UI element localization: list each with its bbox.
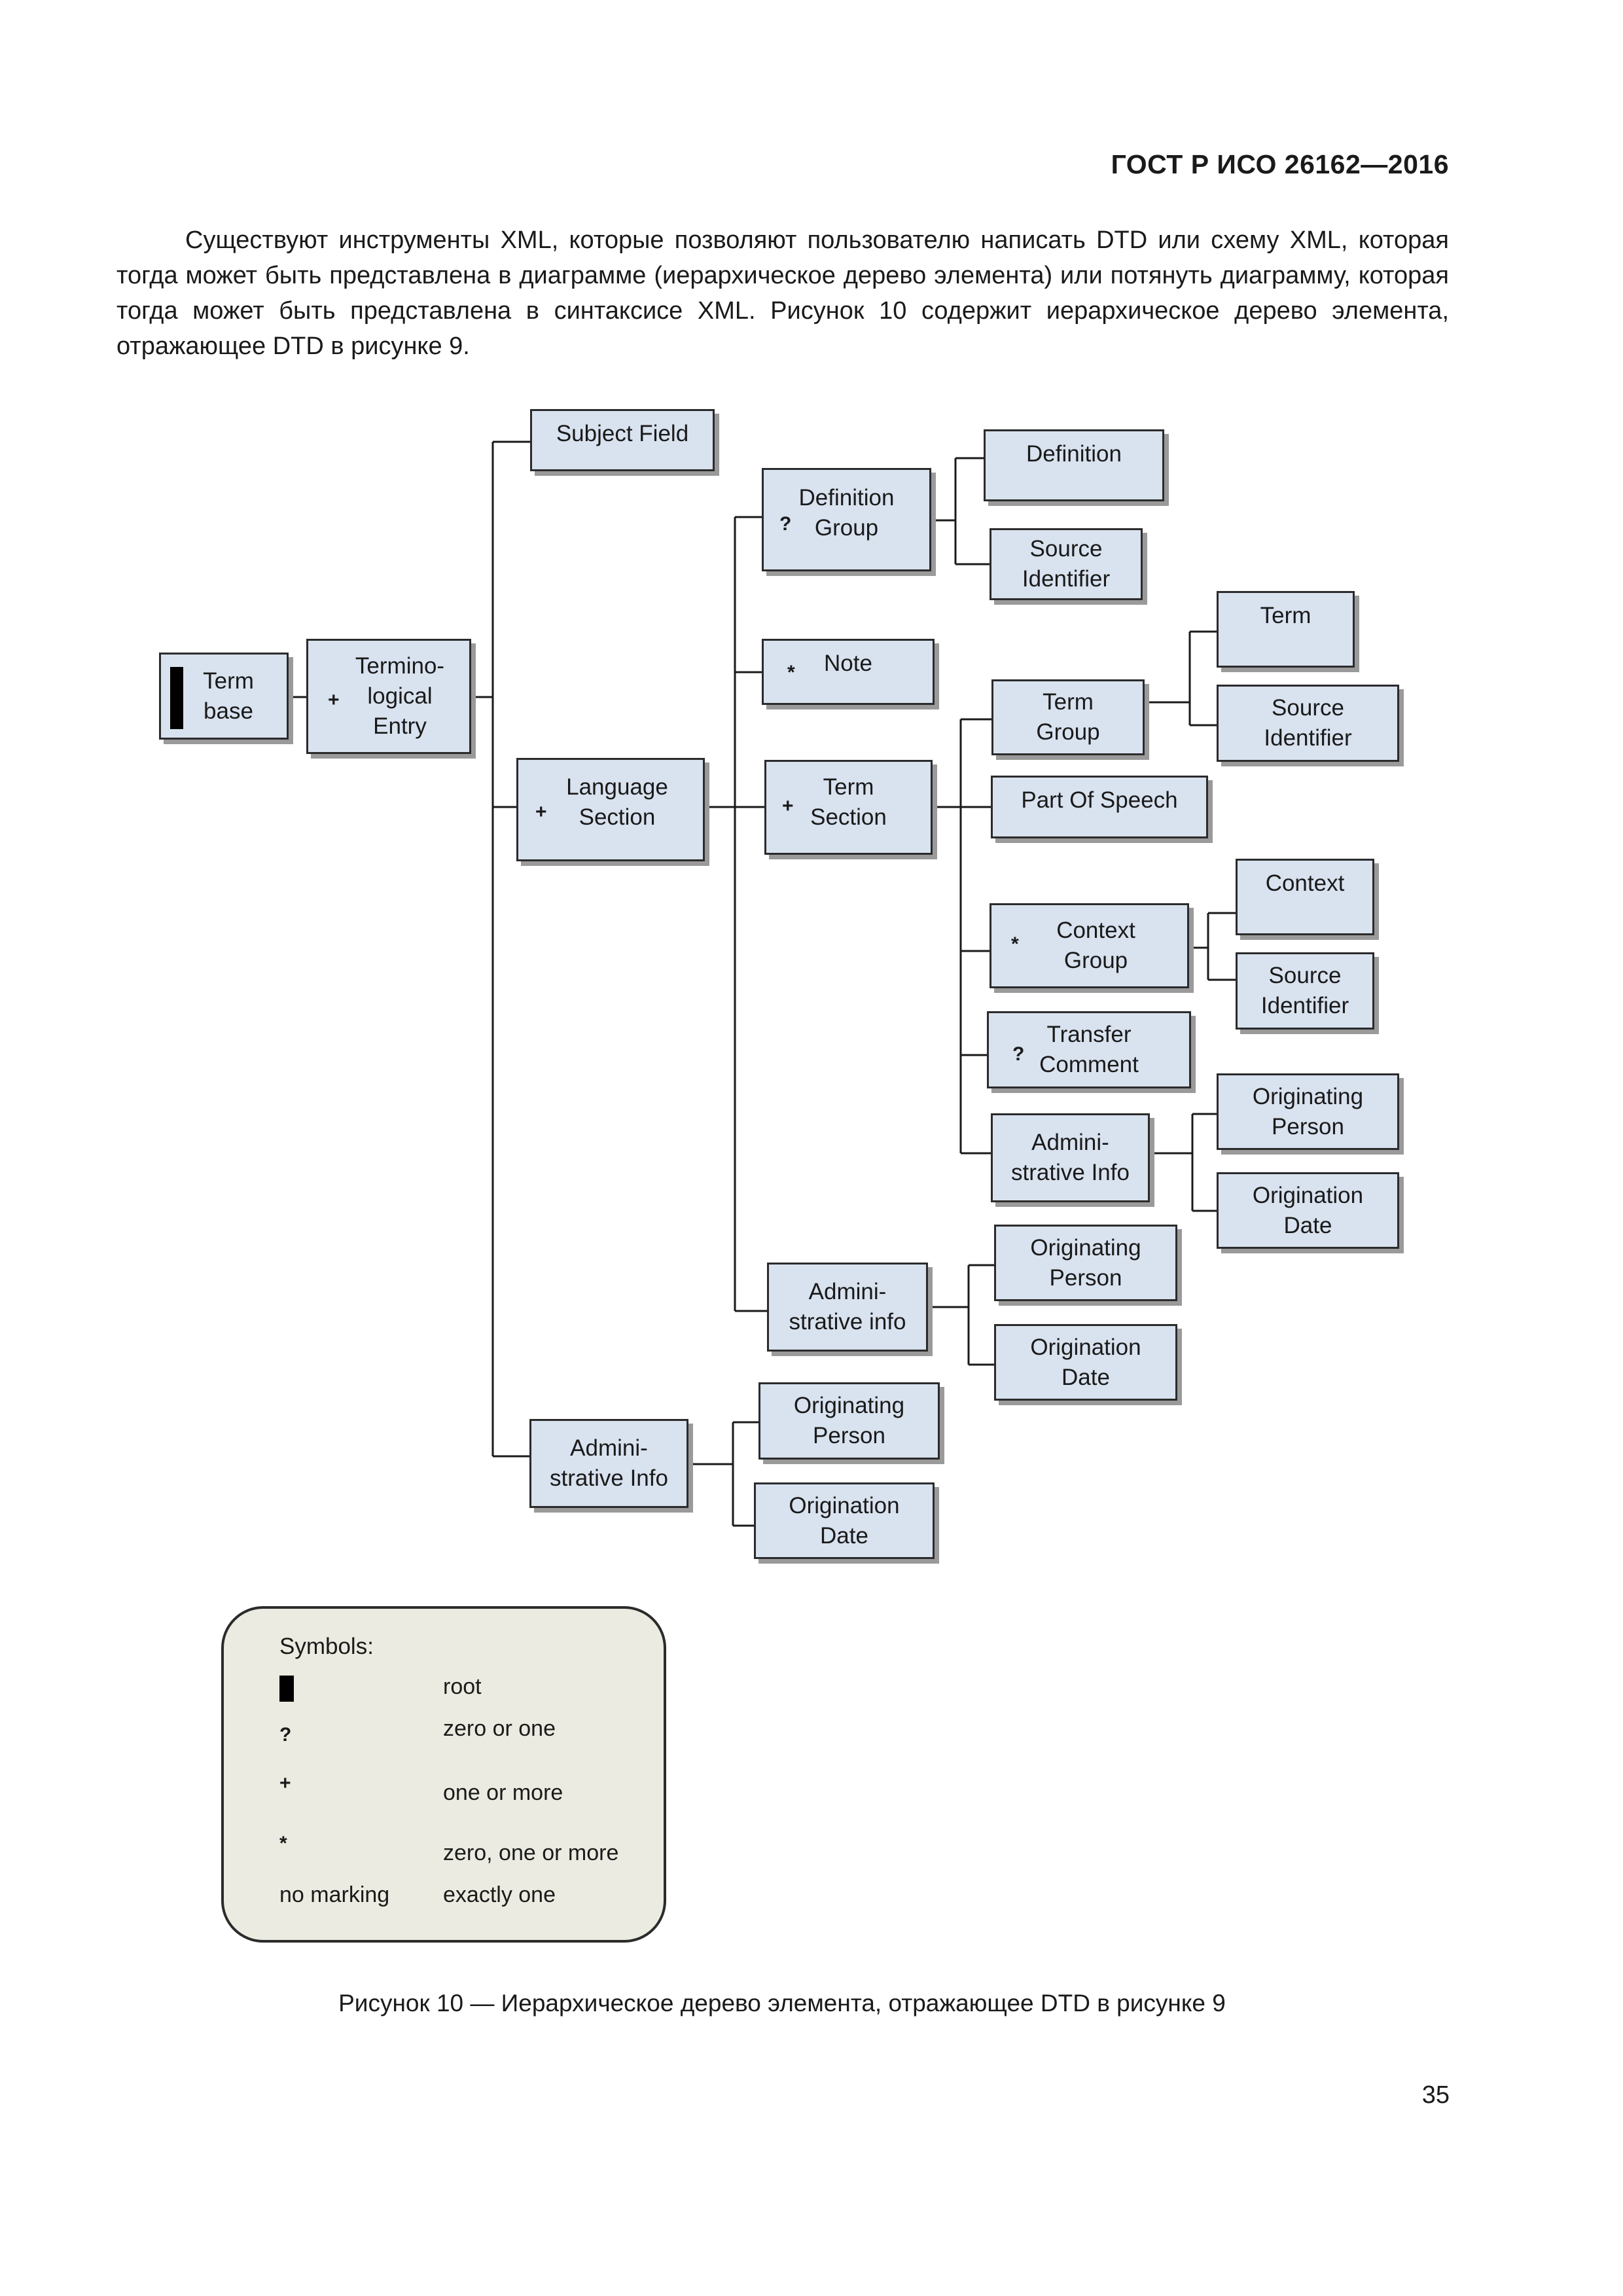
node-language-origination-date: Origination Date (994, 1324, 1177, 1401)
node-term-origination-date: Origination Date (1217, 1172, 1399, 1249)
legend-zero-one-or-more-text: zero, one or more (443, 1840, 619, 1865)
connector (471, 440, 530, 1458)
page-number: 35 (1421, 2081, 1450, 2109)
connector (933, 718, 991, 1155)
node-context-source-identifier: Source Identifier (1236, 952, 1374, 1030)
node-part-of-speech: Part Of Speech (991, 776, 1208, 838)
doc-code: ГОСТ Р ИСО 26162—2016 (1111, 149, 1449, 179)
node-term-originating-person: Originating Person (1217, 1073, 1399, 1150)
connector (1145, 630, 1217, 726)
intro-paragraph: Существуют инструменты XML, которые позв… (116, 226, 1449, 360)
node-transfer-comment: ? Transfer Comment (987, 1011, 1191, 1088)
node-note: * Note (762, 639, 935, 705)
node-language-administrative-info: Admini- strative info (767, 1263, 928, 1352)
legend-one-or-more-text: one or more (443, 1780, 563, 1805)
node-context-group: * Context Group (990, 903, 1189, 988)
node-language-originating-person: Originating Person (994, 1225, 1177, 1301)
node-term: Term (1217, 591, 1355, 668)
node-terminological-entry: + Termino- logical Entry (306, 639, 471, 754)
connector (931, 457, 990, 565)
connector (1150, 1113, 1217, 1212)
node-entry-originating-person: Originating Person (758, 1382, 940, 1460)
connector (928, 1264, 994, 1366)
node-term-administrative-info: Admini- strative Info (991, 1113, 1150, 1202)
legend-plus-icon: + (279, 1772, 291, 1794)
symbols-legend: Symbols: root ? zero or one + one or mor… (221, 1606, 666, 1943)
node-term-source-identifier: Source Identifier (1217, 685, 1399, 762)
legend-asterisk-icon: * (279, 1833, 287, 1854)
figure-caption: Рисунок 10 — Иерархическое дерево элемен… (338, 1990, 1226, 2017)
node-entry-administrative-info: Admini- strative Info (529, 1419, 688, 1508)
root-marker-icon (170, 667, 183, 729)
node-context: Context (1236, 859, 1374, 935)
node-term-section: + Term Section (764, 760, 933, 855)
node-term-group: Term Group (991, 679, 1145, 755)
legend-title: Symbols: (279, 1634, 374, 1659)
legend-no-marking-text: no marking (279, 1882, 390, 1907)
node-definition: Definition (984, 429, 1164, 501)
connector (688, 1421, 758, 1527)
legend-root-text: root (443, 1674, 482, 1699)
legend-question-icon: ? (279, 1724, 292, 1746)
node-term-base: Term base (159, 653, 289, 740)
legend-zero-or-one-text: zero or one (443, 1716, 556, 1741)
connector (705, 516, 767, 1312)
node-language-section: + Language Section (516, 758, 705, 861)
connector (1189, 912, 1236, 981)
legend-exactly-one-text: exactly one (443, 1882, 556, 1907)
node-subject-field: Subject Field (530, 409, 715, 471)
node-definition-group: ? Definition Group (762, 468, 931, 571)
root-marker-icon (279, 1676, 294, 1702)
node-definition-source-identifier: Source Identifier (990, 528, 1143, 600)
node-entry-origination-date: Origination Date (754, 1482, 935, 1559)
